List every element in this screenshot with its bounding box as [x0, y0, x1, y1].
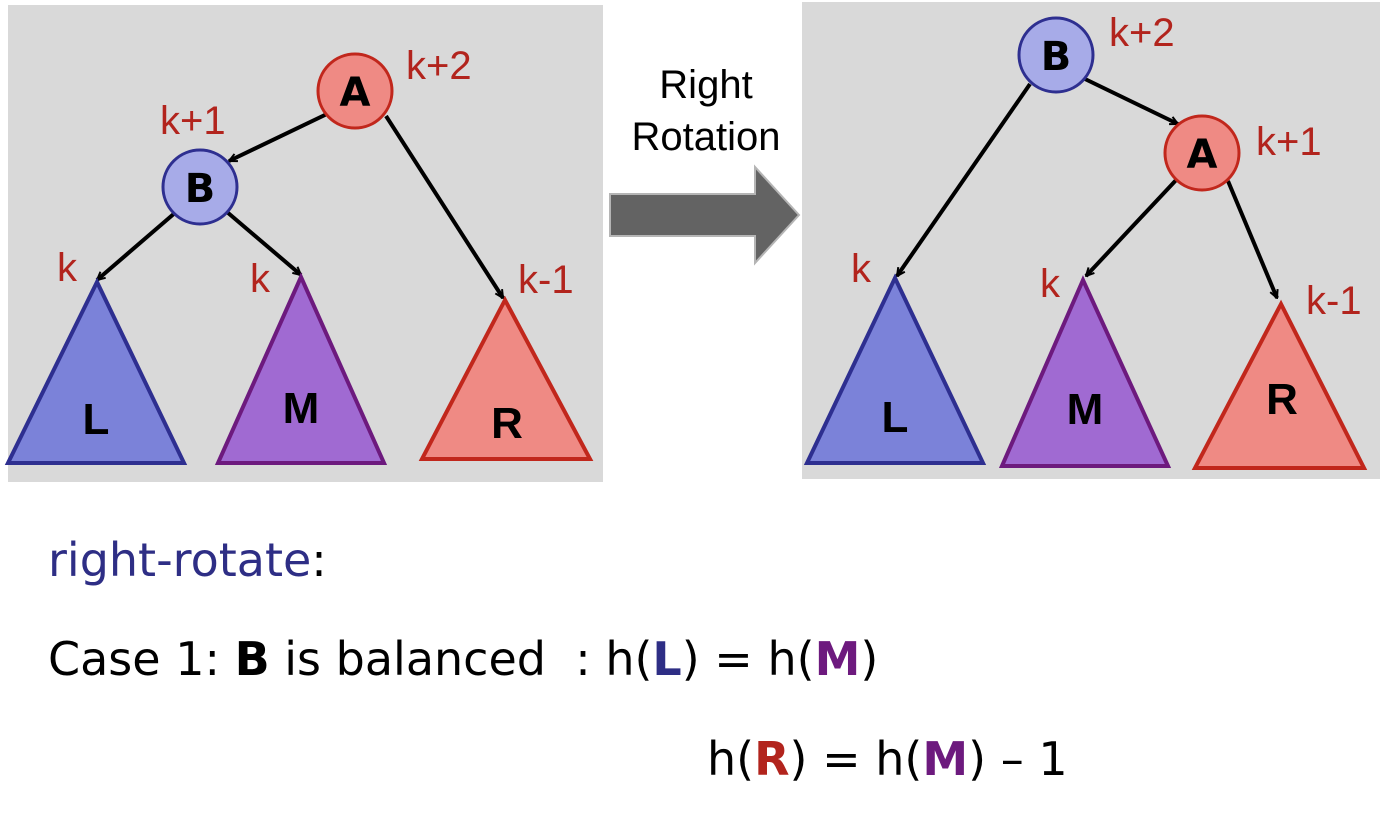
case-node: B — [234, 632, 270, 686]
edge-A-M-right — [1086, 176, 1180, 276]
height-label-M: k — [250, 257, 271, 301]
function-colon: : — [311, 533, 327, 587]
height-label-R-right: k-1 — [1306, 279, 1362, 323]
subtree-M-label: M — [283, 384, 320, 433]
node-A-label: A — [340, 70, 371, 116]
subtree-R-right — [1191, 299, 1368, 470]
node-A — [316, 52, 394, 130]
subtree-L-right-label: L — [882, 393, 909, 442]
eq2-start: h( — [707, 732, 755, 786]
edge-A-R-right — [1226, 180, 1279, 298]
equation-2-line: h(R) = h(M) – 1 — [707, 732, 1068, 786]
edge-B-L — [97, 210, 178, 282]
height-label-B-right: k+2 — [1109, 11, 1175, 55]
edge-B-A-right — [1084, 77, 1178, 126]
height-label-A: k+2 — [406, 44, 472, 88]
right-arrow-icon — [609, 164, 801, 266]
height-label-L: k — [57, 246, 78, 290]
height-label-M-right: k — [1040, 262, 1061, 306]
eq1-end: ) — [860, 632, 879, 686]
node-B-right — [1017, 16, 1095, 94]
node-A-right — [1163, 114, 1241, 192]
edge-B-M — [225, 210, 301, 277]
eq2-M: M — [922, 732, 969, 786]
eq1-M: M — [814, 632, 861, 686]
height-label-L-right: k — [851, 247, 872, 291]
subtree-M-right-label: M — [1067, 385, 1104, 434]
edge-A-B — [229, 111, 330, 163]
height-label-R: k-1 — [518, 258, 574, 302]
function-name: right-rotate — [48, 533, 312, 587]
subtree-L-label: L — [83, 395, 110, 444]
caption-line2: Rotation — [632, 115, 781, 159]
edge-A-R — [384, 114, 505, 298]
eq1-mid: ) = h( — [681, 632, 815, 686]
subtree-L — [4, 277, 188, 465]
subtree-M — [214, 272, 388, 465]
case-prefix: Case 1: — [48, 632, 235, 686]
node-A-right-label: A — [1187, 132, 1218, 178]
height-label-B: k+1 — [160, 99, 226, 143]
left-panel: L M R A B k+2 k+1 k k k-1 — [4, 5, 603, 482]
eq1-L: L — [652, 632, 682, 686]
eq2-mid: ) = h( — [789, 732, 923, 786]
caption-line1: Right — [659, 63, 752, 107]
case-1-line: Case 1: B is balanced : h(L) = h(M) — [48, 632, 878, 686]
height-label-A-right: k+1 — [1256, 120, 1322, 164]
subtree-L-right — [803, 273, 987, 465]
node-B — [161, 148, 239, 226]
function-title: right-rotate: — [48, 533, 327, 587]
subtree-R-right-label: R — [1266, 375, 1298, 424]
right-panel: L M R B A k+2 k+1 k k k-1 — [802, 2, 1380, 479]
eq2-end: ) – 1 — [968, 732, 1068, 786]
subtree-R — [418, 295, 594, 461]
rotation-transition: Right Rotation — [609, 63, 801, 266]
node-B-label: B — [185, 166, 216, 212]
subtree-M-right — [998, 275, 1172, 468]
eq2-R: R — [754, 732, 790, 786]
subtree-R-label: R — [491, 399, 523, 448]
edge-B-L-right — [895, 82, 1032, 276]
case-desc: is balanced : h( — [269, 632, 653, 686]
node-B-right-label: B — [1041, 34, 1072, 80]
